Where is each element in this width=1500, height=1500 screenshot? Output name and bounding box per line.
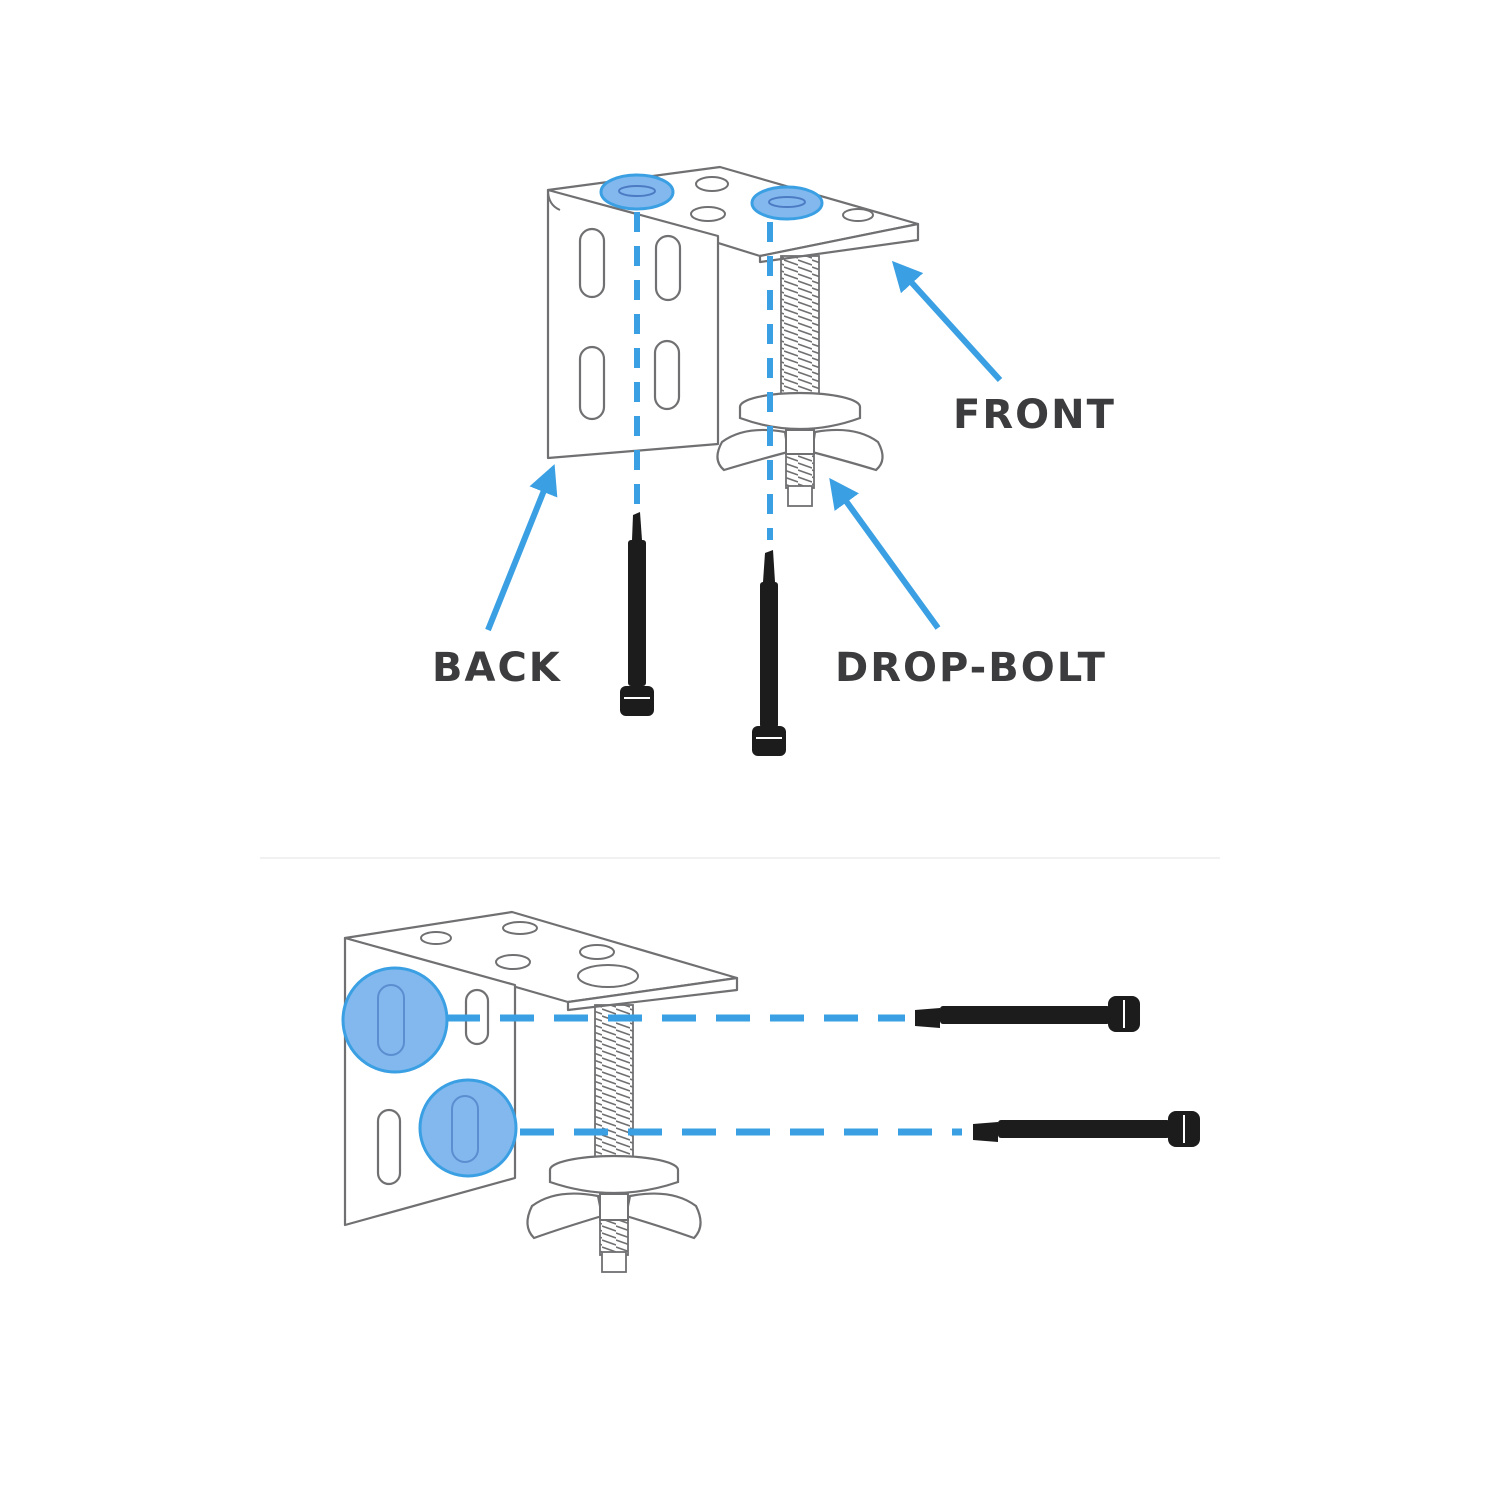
top-threaded-rod — [780, 255, 820, 507]
drop-bolt-label: DROP-BOLT — [835, 645, 1107, 691]
bottom-upper-hole-highlight — [341, 966, 449, 1074]
front-arrow — [891, 260, 1003, 383]
back-arrow — [485, 464, 558, 632]
bottom-threaded-rod — [594, 1004, 634, 1273]
bottom-wing-nut-icon — [526, 1154, 702, 1240]
screw-icon — [915, 996, 1140, 1032]
top-left-hole-highlight — [599, 173, 675, 211]
screw-icon — [973, 1111, 1200, 1147]
bottom-lower-hole-highlight — [418, 1078, 518, 1178]
back-label: BACK — [432, 645, 562, 691]
top-bracket-back-plate — [546, 188, 720, 460]
top-bracket-assembly — [485, 165, 1003, 756]
screw-icon — [620, 512, 654, 716]
top-wing-nut-icon — [716, 391, 884, 472]
top-right-hole-highlight — [750, 185, 824, 221]
screw-icon — [752, 550, 786, 756]
drop-bolt-arrow — [829, 477, 941, 630]
front-label: FRONT — [953, 392, 1116, 438]
bottom-bracket-assembly — [341, 910, 1200, 1273]
